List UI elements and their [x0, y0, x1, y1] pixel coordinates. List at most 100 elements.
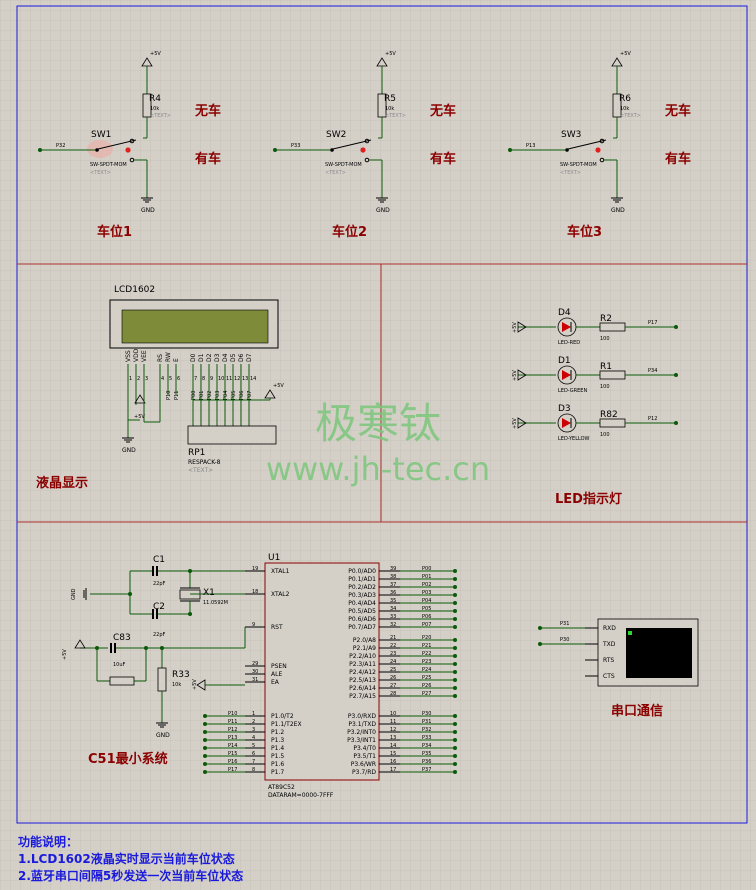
switch-contact: [129, 157, 135, 163]
mcu-pin-name: P2.1/A9: [353, 645, 376, 652]
mcu-pin-name: P1.3: [271, 737, 284, 744]
power-label: +5V: [192, 679, 198, 690]
c83-value: 10uF: [113, 662, 126, 668]
led-resistor: [599, 370, 626, 380]
mcu-net-label: P12: [228, 727, 237, 733]
mcu-net-label: P00: [422, 566, 431, 572]
switch-text: <TEXT>: [90, 170, 111, 176]
parking-slot: +5VR410k<TEXT>P32SW1SW-SPDT-MOM<TEXT>GND…: [38, 51, 221, 240]
mcu-name: U1: [268, 553, 280, 563]
junction-dot: [203, 754, 207, 758]
led-part: LED-GREEN: [558, 388, 587, 394]
x1-value: 11.0592M: [203, 600, 228, 606]
lcd-pin-name: D1: [198, 353, 205, 362]
lcd-pin-number: 9: [210, 376, 213, 382]
junction-dot: [453, 714, 457, 718]
lcd-pin-number: 7: [194, 376, 197, 382]
led-net-label: P34: [648, 368, 657, 374]
mcu-net-label: P10: [228, 711, 237, 717]
resistor-text: <TEXT>: [620, 113, 641, 119]
mcu-net-label: P17: [228, 767, 237, 773]
mcu-pin-name: P0.1/AD1: [348, 576, 376, 583]
mcu-net-label: P01: [422, 574, 431, 580]
mcu-net-label: P25: [422, 675, 431, 681]
power-arrow: [517, 321, 527, 333]
mcu-pin-number: 28: [390, 691, 396, 697]
lcd-pin-group: VSS1VDD2VEE3RS4RW5E6D07D18D29D310D411D51…: [122, 348, 284, 454]
switch-part: SW-SPDT-MOM: [90, 162, 127, 168]
resistor-text: <TEXT>: [385, 113, 406, 119]
led-section: +5VD4LED-REDR2100P17+5VD1LED-GREENR1100P…: [512, 308, 678, 442]
r33-value: 10k: [172, 682, 181, 688]
mcu-pin-name: P2.7/A15: [349, 693, 376, 700]
lcd-pin-name: VSS: [125, 350, 132, 362]
junction-dot: [538, 626, 542, 630]
mcu-pin-number: 17: [390, 767, 396, 773]
led-diode: [562, 370, 571, 380]
serial-terminal-indicator: [628, 631, 632, 635]
lcd-pin-number: 13: [242, 376, 248, 382]
capacitor-plate: [156, 566, 158, 576]
mcu-pin-name: P1.5: [271, 753, 284, 760]
mcu-pin-number: 27: [390, 683, 396, 689]
mcu-pin-number: 8: [252, 767, 255, 773]
mcu-pin-number: 15: [390, 751, 396, 757]
switch-lever: [97, 139, 137, 150]
resistor-name: R5: [384, 94, 396, 104]
led-resistor-name: R82: [600, 410, 618, 420]
mcu-pin-number: 2: [252, 719, 255, 725]
led-resistor-value: 100: [600, 336, 610, 342]
slot-title: 车位3: [567, 224, 602, 240]
mcu-pin-number: 4: [252, 735, 255, 741]
led-resistor: [599, 322, 626, 332]
mcu-part: AT89C52: [268, 784, 295, 791]
mcu-pin-name: P1.0/T2: [271, 713, 294, 720]
mcu-net-label: P13: [228, 735, 237, 741]
switch-part: SW-SPDT-MOM: [560, 162, 597, 168]
lcd-pin-number: 5: [169, 376, 172, 382]
notes-title: 功能说明：: [18, 834, 78, 849]
led-name: D1: [558, 356, 571, 366]
net-label: P13: [526, 143, 535, 149]
lcd-pin-name: D5: [230, 353, 237, 362]
power-arrow: [517, 369, 527, 381]
watermark-title: 极寒钛: [315, 399, 441, 448]
lcd-pin-number: 8: [202, 376, 205, 382]
power-arrow: [74, 639, 86, 649]
junction-dot: [453, 722, 457, 726]
mcu-pin-name: P3.7/RD: [352, 769, 376, 776]
junction-dot: [453, 754, 457, 758]
c1-value: 22pF: [153, 581, 166, 587]
gnd-label: GND: [71, 588, 77, 600]
switch-contact: [364, 138, 370, 144]
mcu-net-label: P34: [422, 743, 431, 749]
sheet-frame: [16, 5, 748, 824]
led-supply-label: +5V: [512, 322, 518, 333]
mcu-dataram: DATARAM=0000-7FFF: [268, 792, 334, 799]
mcu-pin-number: 25: [390, 667, 396, 673]
state-has-car: 有车: [665, 151, 691, 167]
mcu-net-label: P04: [422, 598, 431, 604]
mcu-pin-name: P0.2/AD2: [348, 584, 376, 591]
switch-name: SW1: [91, 130, 111, 140]
junction-dot: [453, 762, 457, 766]
lcd-pin-name: D6: [238, 353, 245, 362]
led-net-label: P12: [648, 416, 657, 422]
junction-dot: [273, 148, 277, 152]
c83-name: C83: [113, 633, 131, 643]
mcu-net-label: P14: [228, 743, 237, 749]
junction-dot: [538, 642, 542, 646]
junction-dot: [453, 601, 457, 605]
serial-pin-name: TXD: [602, 641, 616, 648]
lcd-pin-number: 4: [161, 376, 164, 382]
junction-dot: [508, 148, 512, 152]
junction-dot: [674, 421, 678, 425]
mcu-net-label: P31: [422, 719, 431, 725]
junction-dot: [453, 670, 457, 674]
lcd-pin-name: D3: [214, 353, 221, 362]
c1-name: C1: [153, 555, 165, 565]
mcu-net-label: P11: [228, 719, 237, 725]
mcu-pin-name: P0.6/AD6: [348, 616, 376, 623]
